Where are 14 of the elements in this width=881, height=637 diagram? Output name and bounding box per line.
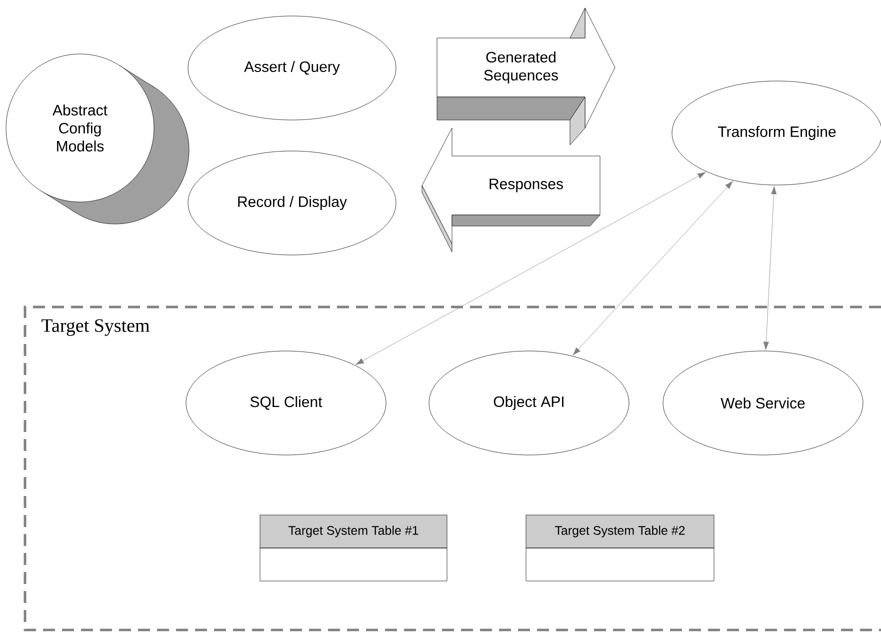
block-arrow bbox=[422, 128, 600, 252]
ellipse-node: Record / Display bbox=[188, 150, 396, 256]
ellipse-node: Assert / Query bbox=[188, 16, 396, 120]
edge-label: Responses bbox=[490, 178, 563, 192]
arrow bbox=[356, 172, 706, 365]
arrow bbox=[572, 180, 733, 356]
ellipse-node: Web Service bbox=[662, 350, 864, 456]
table-box: Target System Table #1 bbox=[260, 514, 448, 582]
table-box: Target System Table #2 bbox=[526, 514, 714, 582]
arrow bbox=[763, 186, 777, 350]
ellipse-node: SQL Client bbox=[186, 350, 386, 456]
ellipse-node: Object API bbox=[428, 350, 630, 456]
edge-label: Generated Sequences bbox=[484, 52, 558, 84]
block-arrow bbox=[436, 8, 616, 146]
